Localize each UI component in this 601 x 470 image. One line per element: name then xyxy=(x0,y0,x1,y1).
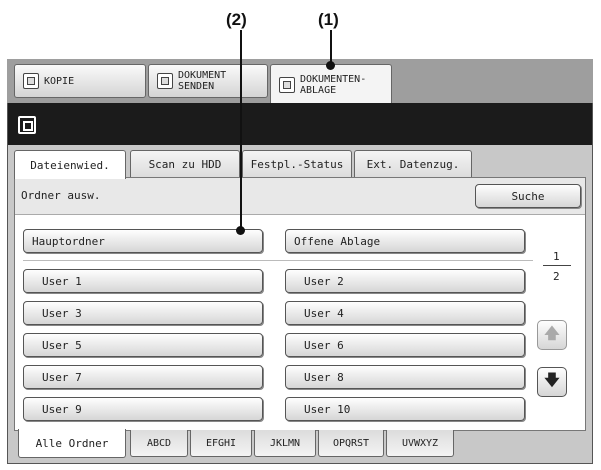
mode-tab-filing-label: DOKUMENTEN- ABLAGE xyxy=(300,74,366,96)
send-icon xyxy=(157,73,173,89)
arrow-up-icon: 🡅 xyxy=(544,323,560,342)
mode-bar: KOPIE DOKUMENT SENDEN DOKUMENTEN- ABLAGE xyxy=(7,59,593,104)
mode-tab-filing-line1: DOKUMENTEN- xyxy=(300,73,367,85)
folder-separator xyxy=(23,260,533,261)
folder-select-area: Ordner ausw. Suche Hauptordner Offene Ab… xyxy=(14,177,586,431)
index-tab-abcd[interactable]: ABCD xyxy=(130,430,188,457)
mode-tab-send[interactable]: DOKUMENT SENDEN xyxy=(148,64,268,98)
callout-1-dot xyxy=(326,61,335,70)
page-total: 2 xyxy=(553,270,560,283)
folder-select-header: Ordner ausw. Suche xyxy=(15,178,585,215)
user-folder-7[interactable]: User 7 xyxy=(23,365,263,389)
index-tab-jklmn[interactable]: JKLMN xyxy=(254,430,316,457)
quick-file-folder-button[interactable]: Offene Ablage xyxy=(285,229,525,253)
folder-select-label: Ordner ausw. xyxy=(21,189,101,202)
index-tab-uvwxyz[interactable]: UVWXYZ xyxy=(386,430,454,457)
user-folder-2[interactable]: User 2 xyxy=(285,269,525,293)
index-tab-all[interactable]: Alle Ordner xyxy=(18,429,126,458)
page-up-button[interactable]: 🡅 xyxy=(537,320,567,350)
callout-1-leader xyxy=(330,30,332,65)
mode-tab-send-label: DOKUMENT SENDEN xyxy=(178,70,226,92)
callout-1: (1) xyxy=(318,10,339,29)
user-folder-10[interactable]: User 10 xyxy=(285,397,525,421)
mode-tab-copy-label: KOPIE xyxy=(44,75,75,87)
tab-file-retrieve[interactable]: Dateienwied. xyxy=(14,150,126,179)
user-folder-9[interactable]: User 9 xyxy=(23,397,263,421)
callout-2-leader xyxy=(240,30,242,230)
tab-scan-to-hdd[interactable]: Scan zu HDD xyxy=(130,150,240,177)
callout-2-dot xyxy=(236,226,245,235)
mode-tab-send-line2: SENDEN xyxy=(178,81,215,92)
search-button[interactable]: Suche xyxy=(475,184,581,208)
mode-tab-send-line1: DOKUMENT xyxy=(178,70,227,81)
mode-tab-filing-line2: ABLAGE xyxy=(300,84,337,96)
index-tab-opqrst[interactable]: OPQRST xyxy=(318,430,384,457)
page-current: 1 xyxy=(553,250,560,263)
user-folder-1[interactable]: User 1 xyxy=(23,269,263,293)
mode-tab-filing[interactable]: DOKUMENTEN- ABLAGE xyxy=(270,64,392,104)
user-folder-5[interactable]: User 5 xyxy=(23,333,263,357)
user-folder-3[interactable]: User 3 xyxy=(23,301,263,325)
tab-external-data[interactable]: Ext. Datenzug. xyxy=(354,150,472,177)
copy-icon xyxy=(23,73,39,89)
mode-tab-copy[interactable]: KOPIE xyxy=(14,64,146,98)
user-folder-8[interactable]: User 8 xyxy=(285,365,525,389)
document-filing-icon xyxy=(18,116,36,134)
index-tab-efghi[interactable]: EFGHI xyxy=(190,430,252,457)
page-down-button[interactable]: 🡇 xyxy=(537,367,567,397)
main-folder-button[interactable]: Hauptordner xyxy=(23,229,263,253)
tab-hdd-status[interactable]: Festpl.-Status xyxy=(242,150,352,177)
filing-icon xyxy=(279,76,295,93)
callout-2: (2) xyxy=(226,10,247,29)
arrow-down-icon: 🡇 xyxy=(544,370,560,389)
page-divider xyxy=(543,265,571,266)
mode-header-bar xyxy=(8,103,592,145)
user-folder-4[interactable]: User 4 xyxy=(285,301,525,325)
user-folder-6[interactable]: User 6 xyxy=(285,333,525,357)
